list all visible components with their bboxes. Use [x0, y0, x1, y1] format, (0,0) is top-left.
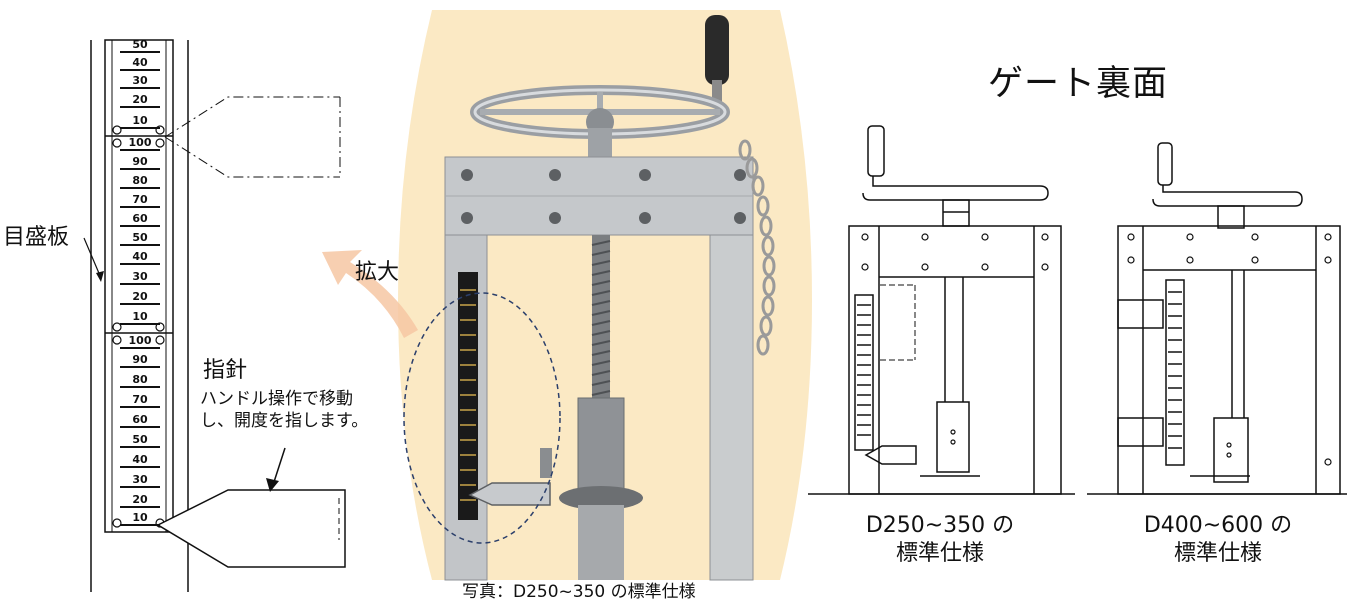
- tick-label: 60: [120, 413, 160, 428]
- pointer-description-line1: ハンドル操作で移動: [200, 389, 353, 409]
- tick-label: 90: [120, 155, 160, 170]
- tick-label: 20: [120, 493, 160, 508]
- scale-plate-label: 目盛板: [3, 225, 70, 250]
- tick-label: 40: [120, 56, 160, 71]
- tick-label: 50: [120, 433, 160, 448]
- right-gate-caption: D400~600 の 標準仕様: [1128, 512, 1308, 568]
- tick-label: 60: [120, 212, 160, 227]
- tick-label: 30: [120, 473, 160, 488]
- pointer-description-line2: し、開度を指します。: [200, 411, 369, 431]
- tick-label: 50: [120, 231, 160, 246]
- zoom-label: 拡大: [355, 260, 400, 285]
- tick-label: 70: [120, 193, 160, 208]
- tick-label: 80: [120, 174, 160, 189]
- tick-label: 20: [120, 290, 160, 305]
- left-gate-caption-line2: 標準仕様: [895, 541, 984, 566]
- tick-label: 40: [120, 250, 160, 265]
- pointer-title: 指針: [203, 358, 248, 383]
- tick-label: 40: [120, 453, 160, 468]
- right-gate-caption-line1: D400~600 の: [1143, 513, 1293, 538]
- tick-label: 10: [120, 114, 160, 129]
- tick-label: 30: [120, 74, 160, 89]
- tick-label: 90: [120, 353, 160, 368]
- photo-caption: 写真：D250~350 の標準仕様: [462, 582, 696, 602]
- right-gate-caption-line2: 標準仕様: [1173, 541, 1262, 566]
- left-gate-caption-line1: D250~350 の: [865, 513, 1015, 538]
- tick-label: 80: [120, 373, 160, 388]
- tick-label: 30: [120, 270, 160, 285]
- tick-label: 10: [120, 511, 160, 526]
- tick-label: 70: [120, 393, 160, 408]
- tick-label: 20: [120, 93, 160, 108]
- tick-label: 10: [120, 310, 160, 325]
- tick-label: 100: [120, 334, 160, 349]
- gate-back-title: ゲート裏面: [988, 64, 1169, 104]
- tick-label: 100: [120, 136, 160, 151]
- left-gate-caption: D250~350 の 標準仕様: [850, 512, 1030, 568]
- tick-label: 50: [120, 38, 160, 53]
